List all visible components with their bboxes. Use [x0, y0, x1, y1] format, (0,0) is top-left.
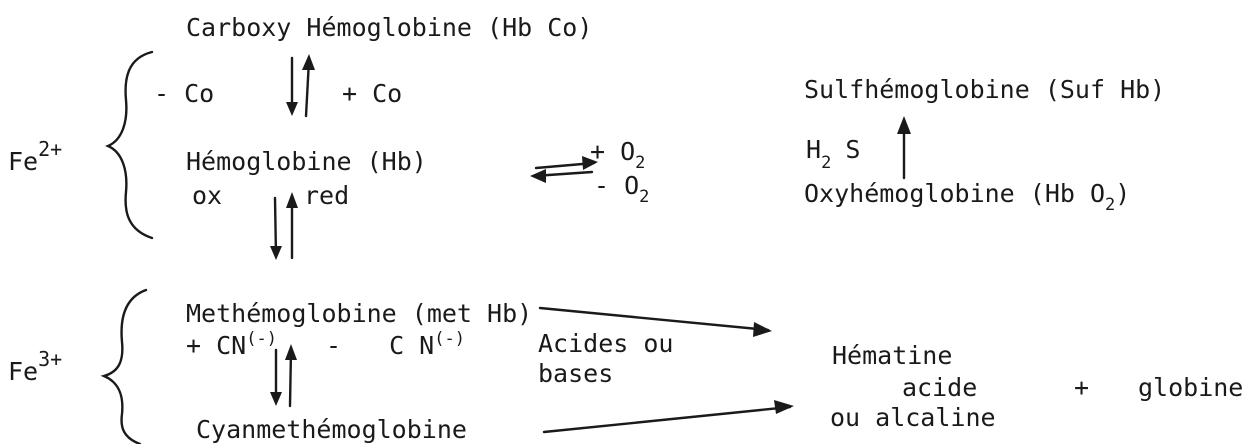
bases-label: bases	[538, 359, 613, 388]
h2s-arrow	[897, 116, 911, 180]
fe2-label: Fe2+	[8, 137, 62, 176]
alcaline-label: ou alcaline	[830, 403, 996, 432]
plus-co-label: + Co	[342, 79, 402, 108]
plus-globine-label: +	[1074, 373, 1089, 402]
hematine-label: Hématine	[832, 341, 952, 370]
fe3-label: Fe3+	[8, 347, 62, 386]
plus-o2-label: + O2	[590, 137, 645, 173]
cyanmet-to-hematine-arrow	[542, 400, 794, 434]
hemoglobine-label: Hémoglobine (Hb)	[186, 147, 427, 176]
methb-to-hematine-arrow	[538, 306, 772, 337]
co-equilibrium-arrows	[286, 54, 315, 118]
sulfhemoglobine-label: Sulfhémoglobine (Suf Hb)	[804, 75, 1165, 104]
acides-label: Acides ou	[538, 329, 673, 358]
minus-o2-label: - O2	[594, 171, 649, 207]
o2-equilibrium-arrows	[530, 156, 598, 183]
fe2-brace	[104, 50, 154, 240]
globine-label: globine	[1138, 373, 1243, 402]
ox-label: ox	[192, 181, 222, 210]
fe3-brace	[100, 288, 148, 444]
red-label: red	[304, 181, 349, 210]
cyanmethemoglobine-label: Cyanmethémoglobine	[196, 415, 467, 444]
minus-cn-label: -C N(-)	[326, 329, 465, 360]
acide-label: acide	[902, 373, 977, 402]
plus-cn-label: + CN(-)	[186, 329, 277, 360]
minus-co-label: - Co	[154, 79, 214, 108]
cn-equilibrium-arrows	[270, 344, 297, 408]
carboxy-label: Carboxy Hémoglobine (Hb Co)	[186, 13, 592, 42]
oxyhemoglobine-label: Oxyhémoglobine (Hb O2)	[804, 179, 1130, 215]
methemoglobine-label: Methémoglobine (met Hb)	[186, 299, 532, 328]
redox-equilibrium-arrows	[270, 192, 298, 260]
